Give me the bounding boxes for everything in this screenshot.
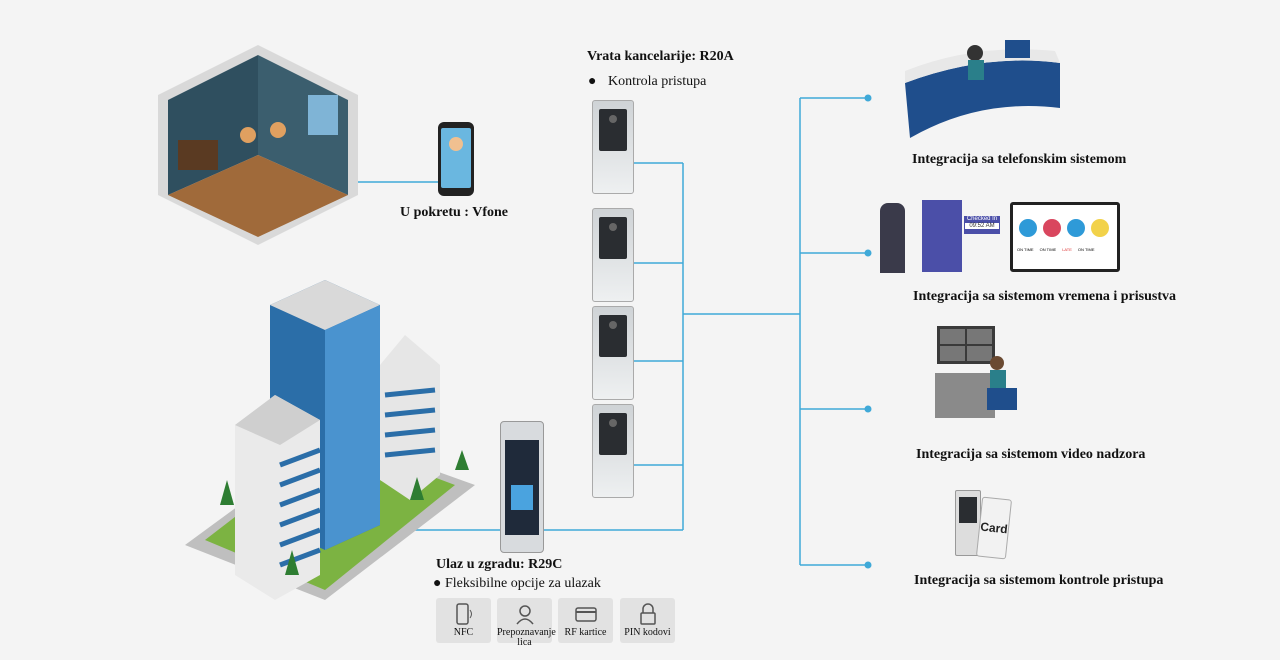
attendance-illustration: Checked In 09:52 AM ON TIME ON TIME LATE… (870, 198, 1120, 278)
building-entrance-bullet: ● Fleksibilne opcije za ulazak (433, 576, 601, 591)
card-icon (574, 607, 597, 622)
building-entrance-title: Ulaz u zgradu: R29C (436, 557, 563, 572)
lock-icon (639, 603, 656, 625)
mobile-label: U pokretu : Vfone (400, 205, 508, 220)
reception-desk-illustration (905, 40, 1060, 138)
access-card-illustration: Card (955, 490, 1013, 560)
integration-label-video: Integracija sa sistemom video nadzora (916, 447, 1146, 462)
vfone-phone-illustration (438, 122, 474, 196)
video-surveillance-illustration (935, 326, 1017, 418)
r20a-panel-3 (592, 306, 634, 400)
nfc-phone-icon (455, 603, 472, 625)
r29c-panel (500, 421, 544, 553)
building-illustration (185, 280, 475, 600)
integration-label-telephone: Integracija sa telefonskim sistemom (912, 152, 1127, 167)
option-rf-card: RF kartice (558, 598, 613, 643)
option-face-recognition: Prepoznavanje lica (497, 598, 556, 648)
cafe-illustration (158, 45, 358, 245)
option-pin: PIN kodovi (620, 598, 675, 643)
office-door-title: Vrata kancelarije: R20A (587, 49, 734, 64)
r20a-panel-1 (592, 100, 634, 194)
face-recognition-icon (515, 605, 534, 625)
integration-label-access-control: Integracija sa sistemom kontrole pristup… (914, 573, 1164, 588)
r20a-panel-2 (592, 208, 634, 302)
office-door-bullet: ● Kontrola pristupa (588, 74, 707, 89)
integration-label-attendance: Integracija sa sistemom vremena i prisus… (913, 289, 1176, 304)
r20a-panel-4 (592, 404, 634, 498)
option-nfc: NFC (436, 598, 491, 643)
